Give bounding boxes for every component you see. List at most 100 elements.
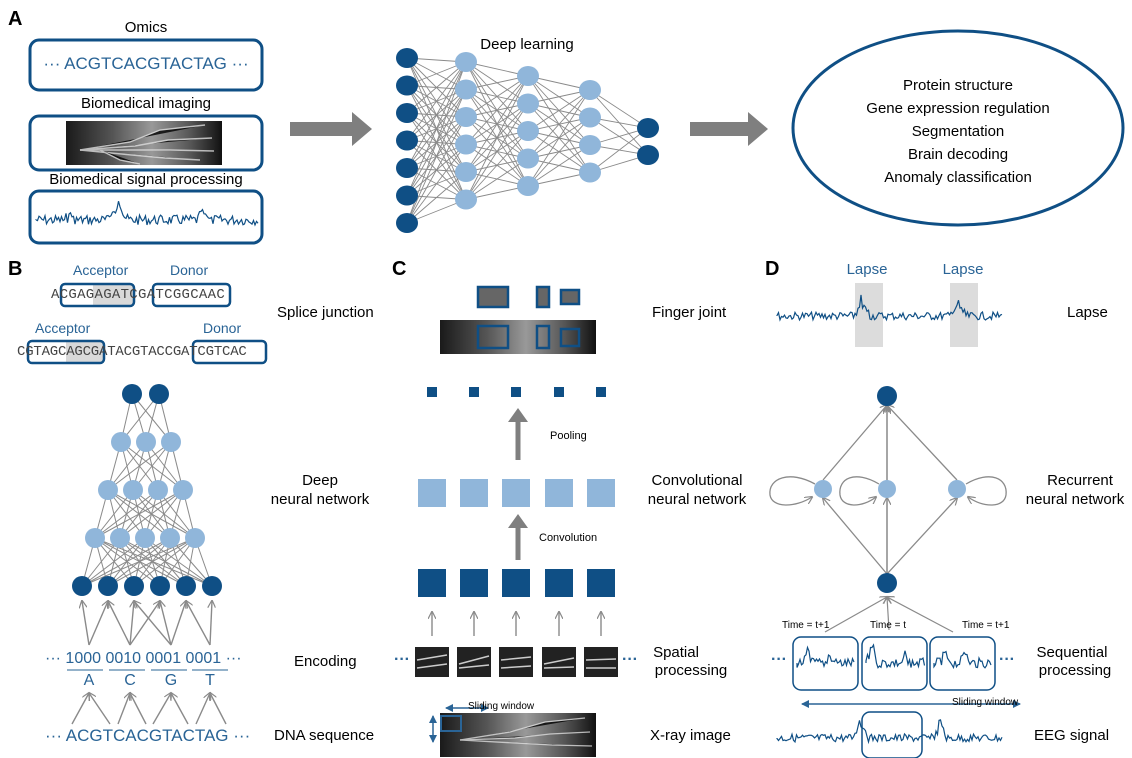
neuron bbox=[455, 52, 477, 72]
splice-sequence-1: ACGAGAGATCGATCGGCAAC bbox=[51, 287, 226, 303]
sequence-arrow bbox=[89, 693, 111, 725]
lapse-marker-2: Lapse bbox=[942, 261, 984, 278]
pooled-unit bbox=[511, 387, 521, 397]
neuron bbox=[637, 118, 659, 138]
patch-bones bbox=[585, 658, 617, 669]
sliding-window-label: Sliding window bbox=[468, 701, 535, 712]
acceptor-box bbox=[59, 282, 136, 308]
neuron bbox=[517, 176, 539, 196]
neuron bbox=[148, 480, 168, 500]
panel-label-a: A bbox=[8, 8, 23, 30]
patch-bones bbox=[416, 654, 448, 669]
neuron bbox=[123, 480, 143, 500]
sequential-label-line2: processing bbox=[1038, 662, 1112, 679]
connection-line bbox=[406, 61, 467, 114]
connection-line bbox=[81, 537, 171, 587]
pooling-arrow-head bbox=[508, 408, 528, 422]
hidden-state bbox=[814, 480, 832, 498]
connection-line bbox=[120, 393, 160, 443]
encoding-letter: G bbox=[164, 672, 178, 689]
splice-junction-diagram bbox=[26, 282, 268, 365]
connection-line bbox=[465, 103, 529, 200]
encoding-letter: C bbox=[124, 672, 136, 689]
rnn-label-line1: Recurrent bbox=[1047, 472, 1113, 489]
encoding-arrows bbox=[67, 601, 228, 725]
rnn-edge bbox=[887, 405, 958, 481]
signal-title: Biomedical signal processing bbox=[49, 171, 243, 188]
splice-sequence-2: CGTAGCAGCGATACGTACCGATCGTCAC bbox=[17, 344, 247, 360]
recurrent-loop bbox=[839, 476, 880, 506]
ellipsis-left: ··· bbox=[394, 651, 410, 668]
donor-label-1: Donor bbox=[170, 262, 209, 278]
ellipsis-left: ··· bbox=[771, 651, 787, 668]
donor-box bbox=[191, 339, 268, 365]
rnn-edge bbox=[823, 498, 888, 575]
connection-line bbox=[406, 61, 467, 196]
connection-line bbox=[465, 75, 529, 145]
input-unit bbox=[418, 569, 446, 597]
deep-learning-title: Deep learning bbox=[480, 36, 574, 53]
encoding-arrow bbox=[129, 601, 160, 646]
rnn-diagram bbox=[769, 386, 1007, 633]
rnn-label-line2: neural network bbox=[1025, 491, 1125, 508]
neuron bbox=[455, 107, 477, 127]
connection-line bbox=[589, 89, 649, 129]
lapse-signal bbox=[776, 294, 1003, 322]
neuron bbox=[579, 135, 601, 155]
conv-feature-map bbox=[587, 479, 615, 507]
donor-label-2: Donor bbox=[203, 320, 242, 336]
image-patch bbox=[584, 647, 618, 677]
encoding-arrow bbox=[210, 601, 212, 646]
neuron bbox=[517, 66, 539, 86]
conv-feature-map bbox=[502, 479, 530, 507]
hidden-state bbox=[878, 480, 896, 498]
connection-line bbox=[94, 489, 184, 539]
image-patch bbox=[457, 647, 491, 677]
application-item: Protein structure bbox=[902, 77, 1014, 94]
pooled-unit bbox=[427, 387, 437, 397]
application-item: Brain decoding bbox=[907, 146, 1009, 163]
application-item: Gene expression regulation bbox=[866, 100, 1050, 117]
connection-line bbox=[406, 61, 467, 141]
neuron bbox=[455, 79, 477, 100]
neuron bbox=[396, 158, 418, 178]
connection-line bbox=[406, 144, 467, 224]
connection-line bbox=[465, 130, 529, 200]
acceptor-label-2: Acceptor bbox=[35, 320, 91, 336]
windowed-eeg-traces bbox=[796, 643, 992, 670]
sequence-arrow bbox=[130, 693, 147, 725]
convolution-label: Convolution bbox=[539, 532, 598, 544]
sequence-arrow bbox=[71, 693, 89, 725]
omics-box bbox=[28, 38, 264, 92]
sequence-arrow bbox=[195, 693, 210, 725]
neuron bbox=[579, 80, 601, 100]
neuron bbox=[150, 576, 170, 596]
neuron bbox=[517, 121, 539, 141]
pooled-unit bbox=[596, 387, 606, 397]
connection-line bbox=[406, 171, 467, 224]
encoding-label: Encoding bbox=[294, 653, 357, 670]
neuron bbox=[111, 432, 131, 452]
cnn-layers bbox=[415, 387, 618, 677]
input-unit bbox=[587, 569, 615, 597]
convolution-arrow-head bbox=[508, 514, 528, 528]
deep-neural-network bbox=[72, 384, 222, 596]
connection-line bbox=[527, 89, 591, 132]
hand-bones bbox=[79, 124, 215, 165]
neuron bbox=[160, 528, 180, 548]
imaging-box bbox=[28, 114, 264, 172]
dnn-label-line2: neural network bbox=[270, 491, 370, 508]
neuron bbox=[396, 103, 418, 123]
sliding-window-box bbox=[440, 715, 462, 732]
application-item: Anomaly classification bbox=[884, 169, 1032, 186]
biomedical-signal-trace bbox=[35, 201, 259, 227]
neuron bbox=[135, 528, 155, 548]
input-unit bbox=[502, 569, 530, 597]
neuron bbox=[396, 130, 418, 151]
connection-line bbox=[132, 441, 172, 491]
neuron bbox=[396, 213, 418, 233]
encoding-arrow bbox=[129, 601, 134, 646]
connection-line bbox=[81, 537, 121, 587]
patch-bones bbox=[500, 656, 532, 669]
